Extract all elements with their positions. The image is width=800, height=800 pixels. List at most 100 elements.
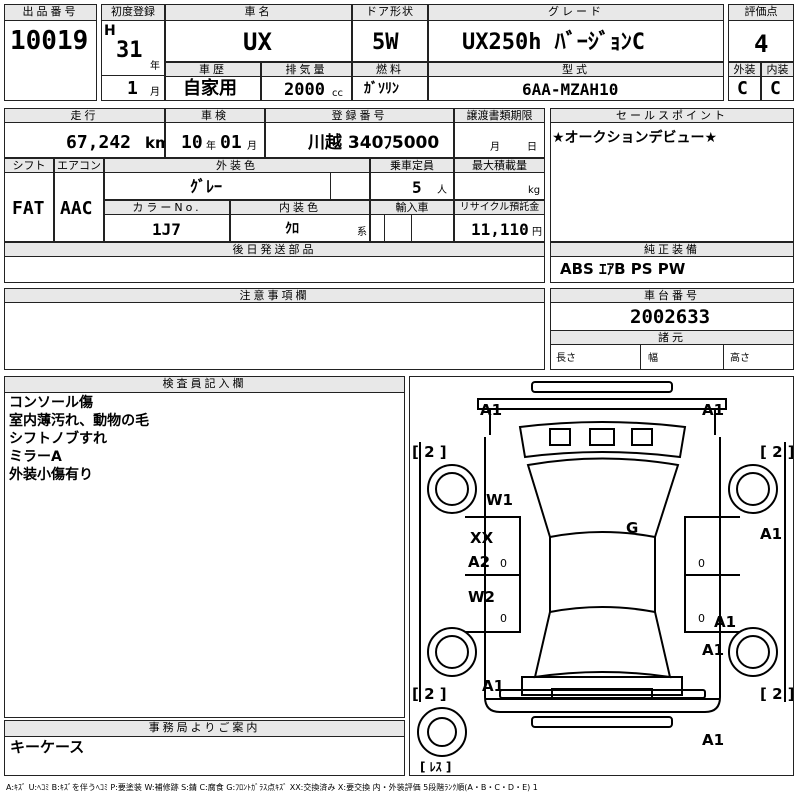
first-reg-month-cell <box>101 75 165 101</box>
mark-w1: W1 <box>486 491 513 509</box>
displacement-label: 排気量 <box>261 62 352 77</box>
inspection-year-unit: 年 <box>206 141 216 152</box>
mark-front-left: A1 <box>480 401 502 419</box>
sales-point-box <box>550 108 794 242</box>
inspection-month-unit: 月 <box>247 141 257 152</box>
history-label: 車歴 <box>165 62 261 77</box>
first-reg-label: 初度登録 <box>101 4 165 21</box>
door-label: ドア形状 <box>352 4 428 21</box>
max-load-unit: kg <box>528 185 541 196</box>
first-reg-year: 31 <box>116 38 143 63</box>
capacity-unit: 人 <box>437 185 447 196</box>
color-no-value: 1J7 <box>152 220 181 239</box>
recycle-label: リサイクル預託金 <box>454 200 545 215</box>
inspector-line-2: 室内薄汚れ、動物の毛 <box>9 413 150 429</box>
mark-bracket-fr: [ 2 ] <box>760 443 794 461</box>
inspector-box <box>4 376 405 718</box>
inspector-line-3: シフトノブすれ <box>9 431 107 447</box>
mark-w2: W2 <box>468 588 495 606</box>
inspection-year: 10 <box>181 132 203 153</box>
exterior-grade-label: 外装 <box>728 62 761 77</box>
lot-no-label: 出品番号 <box>4 4 97 21</box>
legend-text: A:ｷｽﾞ U:ﾍｺﾐ B:ｷｽﾞを伴うﾍｺﾐ P:要塗装 W:補修跡 S:錆 … <box>6 783 538 792</box>
chassis-label: 車台番号 <box>550 288 794 303</box>
equipment-label: 純正装備 <box>550 242 794 257</box>
mark-xx: XX <box>470 529 494 547</box>
interior-grade-label: 内装 <box>761 62 794 77</box>
mark-right-rear1: A1 <box>714 613 736 631</box>
first-reg-month-unit: 月 <box>150 87 160 98</box>
first-reg-month: 1 <box>127 78 138 99</box>
ext-color-value: ｸﾞﾚｰ <box>190 177 223 196</box>
displacement-unit: cc <box>332 88 343 99</box>
chassis-value: 2002633 <box>630 306 711 328</box>
capacity-label: 乗車定員 <box>370 158 454 173</box>
mark-spare-right: A1 <box>702 731 724 749</box>
mark-rear: A1 <box>482 677 504 695</box>
mark-zero-1: 0 <box>500 557 507 570</box>
first-reg-era: H <box>104 23 116 39</box>
dim-mid <box>640 344 724 370</box>
capacity-value: 5 <box>412 178 422 197</box>
mileage-value: 67,242 <box>66 132 132 153</box>
recycle-unit: 円 <box>532 227 542 238</box>
ext-color-divider <box>330 172 370 200</box>
shift-label: シフト <box>4 158 54 173</box>
later-parts-label: 後日発送部品 <box>4 242 545 257</box>
color-no-label: カラーNo. <box>104 200 230 215</box>
transfer-docs-label: 譲渡書類期限 <box>454 108 545 123</box>
int-color-unit: 系 <box>357 227 367 238</box>
grade-value: UX250h ﾊﾞｰｼﾞｮﾝC <box>462 30 645 55</box>
office-label: 事務局よりご案内 <box>4 720 405 737</box>
score-label: 評価点 <box>728 4 794 21</box>
first-reg-year-unit: 年 <box>150 61 160 72</box>
shift-value: FAT <box>12 198 45 219</box>
import-label: 輸入車 <box>370 200 454 215</box>
inspection-month: 01 <box>220 132 242 153</box>
interior-grade-value: C <box>770 78 781 99</box>
mileage-unit: km <box>145 134 171 152</box>
mark-a2: A2 <box>468 553 490 571</box>
mark-zero-4: 0 <box>698 612 705 625</box>
inspector-line-4: ミラーA <box>9 449 62 465</box>
ext-color-label: 外装色 <box>104 158 370 173</box>
mark-g: G <box>626 519 638 537</box>
car-diagram-svg: A1 A1 [ 2 ] [ 2 ] W1 G XX A2 W2 A1 A1 A1… <box>412 381 794 774</box>
notes-label: 注意事項欄 <box>4 288 545 303</box>
inspector-label: 検査員記入欄 <box>4 376 405 393</box>
aircon-label: エアコン <box>54 158 104 173</box>
max-load-label: 最大積載量 <box>454 158 545 173</box>
fuel-label: 燃料 <box>352 62 428 77</box>
dimensions-label: 諸元 <box>550 330 794 345</box>
mark-right-side: A1 <box>760 525 782 543</box>
mark-zero-2: 0 <box>698 557 705 570</box>
dim-height: 高さ <box>730 353 750 364</box>
transfer-docs-day: 日 <box>527 142 537 153</box>
equipment-value: ABS ｴｱB PS PW <box>560 260 686 278</box>
plate-value: 川越 340ﾌ5000 <box>308 133 440 153</box>
mileage-label: 走行 <box>4 108 165 123</box>
aircon-value: AAC <box>60 198 93 219</box>
mark-zero-3: 0 <box>500 612 507 625</box>
mark-bracket-rr: [ 2 ] <box>760 685 794 703</box>
mark-front-right: A1 <box>702 401 724 419</box>
mark-spare-label: [ ﾚｽ ] <box>420 760 451 774</box>
displacement-value: 2000 <box>284 80 325 100</box>
dim-width: 幅 <box>648 353 658 364</box>
int-color-value: ｸﾛ <box>285 221 299 237</box>
score-value: 4 <box>754 30 769 58</box>
int-color-label: 内装色 <box>230 200 370 215</box>
car-name-label: 車名 <box>165 4 352 21</box>
mark-bracket-rl: [ 2 ] <box>412 685 447 703</box>
inspector-line-5: 外装小傷有り <box>9 467 93 483</box>
recycle-value: 11,110 <box>471 220 529 239</box>
car-name-value: UX <box>243 28 272 56</box>
sales-point-label: セールスポイント <box>550 108 794 123</box>
exterior-grade-value: C <box>737 78 748 99</box>
inspection-label: 車検 <box>165 108 265 123</box>
sales-point-value: ★オークションデビュー★ <box>552 130 718 146</box>
dim-length: 長さ <box>556 353 576 364</box>
mark-right-rear2: A1 <box>702 641 724 659</box>
plate-label: 登録番号 <box>265 108 454 123</box>
model-value: 6AA-MZAH10 <box>522 80 619 99</box>
